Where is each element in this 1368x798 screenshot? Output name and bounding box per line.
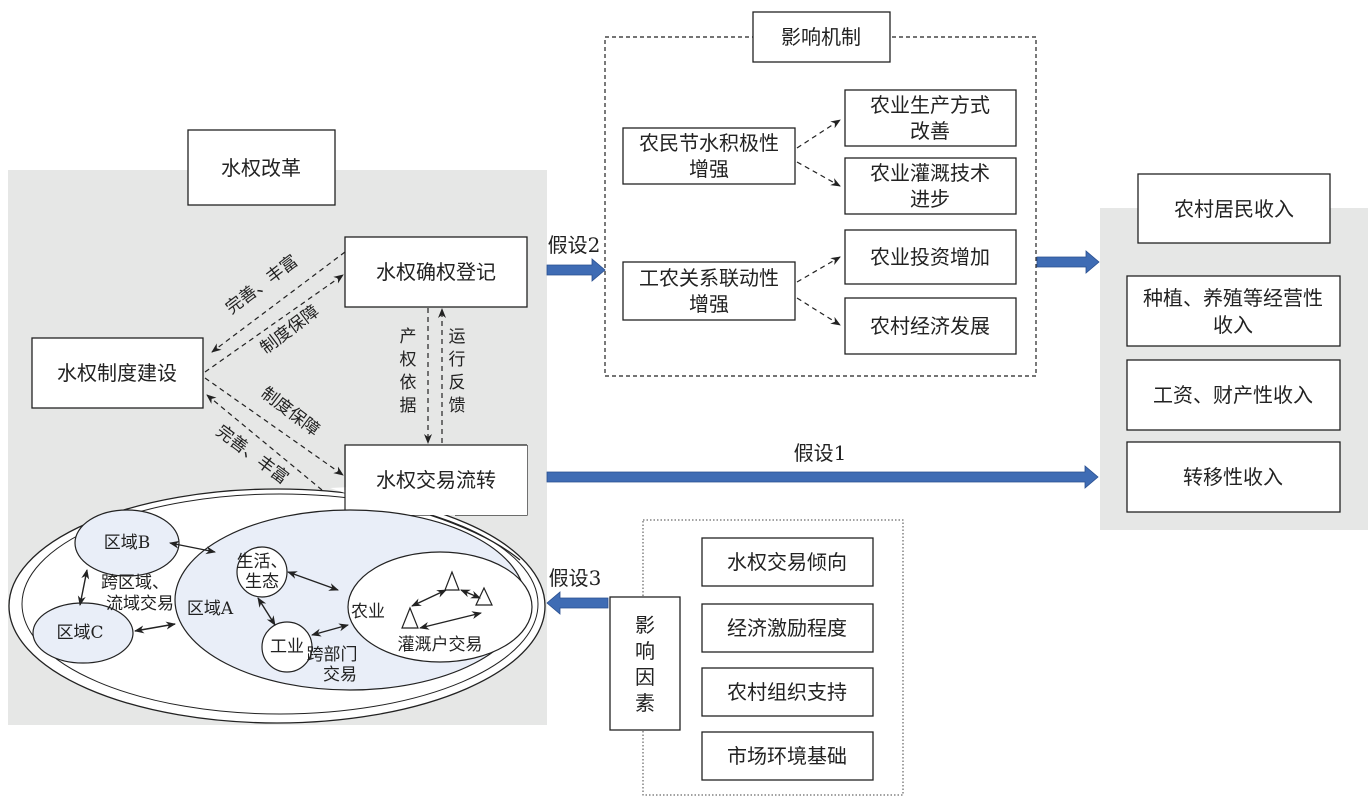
- income-item: 种植、养殖等经营性 收入: [1126, 275, 1341, 347]
- reform-title-box: 水权改革: [187, 129, 336, 206]
- institution-box: 水权制度建设: [31, 337, 204, 409]
- outcome-box: 农业生产方式 改善: [844, 89, 1017, 147]
- outcome-label: 农业投资增加: [870, 245, 990, 269]
- life-label-2: 生态: [245, 572, 279, 592]
- feedback-label: 运 行 反 馈: [449, 327, 466, 416]
- driver-label-2: 增强: [689, 292, 729, 316]
- institution-label: 水权制度建设: [57, 361, 177, 385]
- char: 依: [400, 373, 417, 393]
- factor-item: 农村组织支持: [701, 667, 874, 717]
- income-item: 转移性收入: [1126, 441, 1341, 513]
- income-item-label: 转移性收入: [1183, 465, 1283, 489]
- income-item-label: 工资、财产性收入: [1153, 383, 1313, 407]
- factor-item: 水权交易倾向: [701, 537, 874, 587]
- industry-label: 工业: [270, 637, 304, 657]
- agriculture-ellipse: [347, 551, 533, 663]
- life-circle: [236, 546, 288, 598]
- hypothesis-1-label: 假设1: [794, 441, 847, 465]
- trade-arrows: [77, 540, 349, 637]
- outcome-box: 农业投资增加: [844, 229, 1017, 285]
- factors-title-box: 影 响 因 素: [609, 596, 681, 731]
- outcome-label: 农村经济发展: [870, 314, 990, 338]
- mechanism-title-box: 影响机制: [752, 11, 891, 63]
- driver-label: 工农关系联动性: [639, 266, 779, 290]
- outcome-label: 农业灌溉技术: [870, 161, 990, 185]
- char: 行: [449, 350, 466, 370]
- outcome-label-2: 进步: [910, 187, 950, 211]
- driver-box: 工农关系联动性 增强: [622, 261, 796, 321]
- char: 产: [400, 327, 417, 347]
- char: 影: [635, 613, 655, 637]
- hypothesis-3-label: 假设3: [549, 566, 602, 590]
- income-title: 农村居民收入: [1174, 197, 1294, 221]
- hypothesis-1-arrow: [546, 465, 1099, 489]
- cross-sector-label-2: 交易: [323, 665, 357, 685]
- mechanism-to-income-arrow: [1036, 250, 1100, 274]
- char: 响: [635, 639, 655, 663]
- income-item-label-2: 收入: [1213, 313, 1253, 337]
- registration-box: 水权确权登记: [344, 236, 528, 308]
- char: 反: [449, 373, 466, 393]
- guarantee-arrow-top: [204, 274, 344, 373]
- cross-sector-label: 跨部门: [307, 645, 358, 665]
- factor-label: 经济激励程度: [727, 616, 847, 640]
- char: 据: [400, 396, 417, 416]
- region-c-label: 区域C: [56, 623, 103, 643]
- industry-circle: [261, 621, 313, 673]
- reform-title: 水权改革: [221, 156, 301, 180]
- outcome-box: 农业灌溉技术 进步: [844, 157, 1017, 215]
- cross-region-label: 跨区域、: [101, 573, 169, 593]
- mechanism-arrows: [796, 119, 841, 326]
- guarantee-arrow-bottom: [204, 377, 344, 476]
- region-b-label: 区域B: [104, 533, 151, 553]
- factor-item: 经济激励程度: [701, 603, 874, 653]
- agriculture-label: 农业: [351, 602, 385, 622]
- improve-arrow-top: [211, 251, 346, 353]
- income-title-box: 农村居民收入: [1137, 173, 1331, 244]
- property-basis-label: 产 权 依 据: [400, 327, 417, 416]
- hypothesis-2-arrow: [546, 258, 606, 282]
- outcome-label: 农业生产方式: [870, 93, 990, 117]
- factor-label: 水权交易倾向: [727, 550, 847, 574]
- cross-region-label-2: 流域交易: [106, 594, 174, 614]
- factor-item: 市场环境基础: [701, 731, 874, 781]
- driver-label-2: 增强: [689, 157, 729, 181]
- hypothesis-3-arrow: [546, 591, 609, 615]
- char: 素: [635, 691, 655, 715]
- char: 运: [449, 327, 466, 347]
- factor-label: 市场环境基础: [727, 744, 847, 768]
- char: 因: [635, 665, 655, 689]
- driver-label: 农民节水积极性: [639, 131, 779, 155]
- char: 权: [400, 350, 417, 370]
- char: 馈: [449, 396, 466, 416]
- life-label: 生活、: [237, 552, 288, 572]
- income-item-label: 种植、养殖等经营性: [1143, 286, 1323, 310]
- mechanism-title: 影响机制: [781, 25, 861, 49]
- registration-label: 水权确权登记: [376, 260, 496, 284]
- outcome-label-2: 改善: [910, 119, 950, 143]
- income-item: 工资、财产性收入: [1126, 359, 1341, 431]
- improve-arrow-bottom: [206, 394, 323, 491]
- outcome-box: 农村经济发展: [844, 297, 1017, 355]
- trading-label: 水权交易流转: [376, 468, 496, 492]
- irrigator-trade-label: 灌溉户交易: [398, 635, 483, 655]
- driver-box: 农民节水积极性 增强: [622, 127, 796, 185]
- region-a-label: 区域A: [187, 599, 234, 619]
- hypothesis-2-label: 假设2: [548, 233, 601, 257]
- irrigator-triangles: [401, 570, 493, 630]
- factor-label: 农村组织支持: [727, 680, 847, 704]
